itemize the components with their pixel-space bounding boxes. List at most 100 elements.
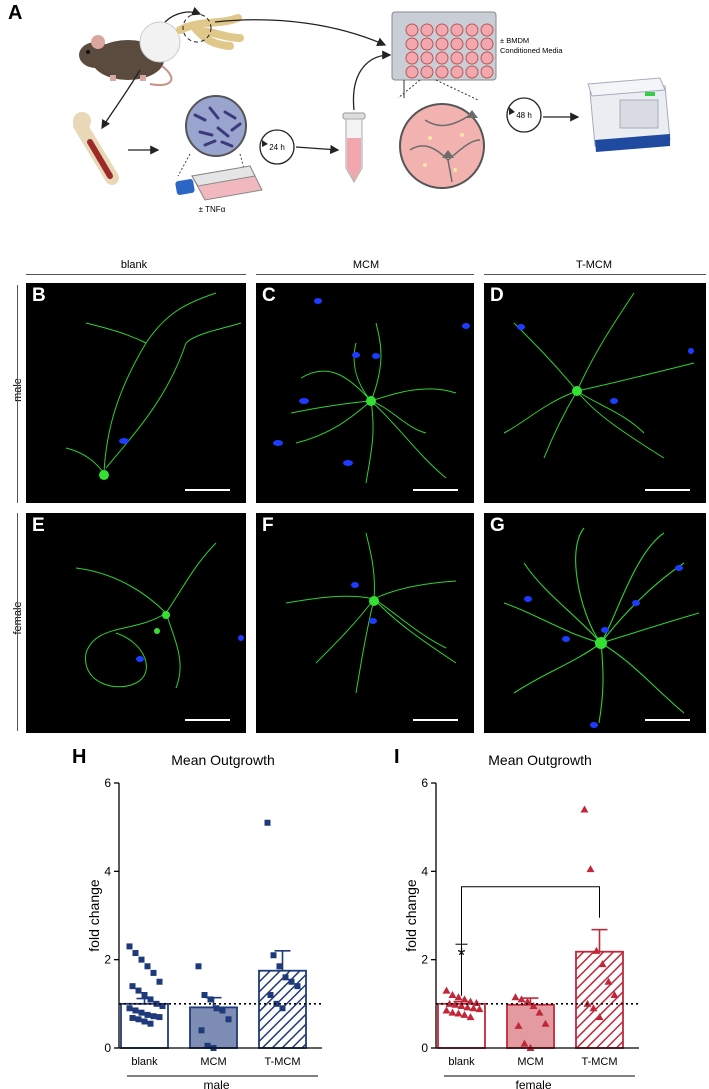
data-point bbox=[276, 963, 283, 970]
data-point bbox=[198, 1027, 205, 1034]
plate-well bbox=[405, 37, 419, 51]
plate-well bbox=[420, 23, 434, 37]
culture-flask-icon bbox=[175, 165, 263, 201]
data-point bbox=[454, 1009, 463, 1017]
conditioned-media-tube-icon bbox=[342, 112, 366, 184]
data-point bbox=[225, 1016, 232, 1023]
plate-well bbox=[465, 23, 479, 37]
panel-label-c: C bbox=[262, 285, 276, 306]
data-point bbox=[448, 991, 457, 998]
plate-well bbox=[480, 37, 494, 51]
data-point bbox=[147, 996, 154, 1003]
data-point bbox=[195, 963, 202, 970]
x-tick-label: blank bbox=[448, 1056, 475, 1068]
x-tick-label: T-MCM bbox=[264, 1056, 300, 1068]
data-point bbox=[469, 1004, 478, 1012]
data-point bbox=[463, 1003, 472, 1011]
y-tick-label: 6 bbox=[421, 776, 428, 790]
data-point bbox=[156, 1014, 163, 1021]
data-point bbox=[442, 986, 451, 994]
panel-label-b: B bbox=[32, 285, 46, 306]
plate-well bbox=[480, 23, 494, 37]
data-point bbox=[129, 1014, 136, 1021]
data-point bbox=[141, 992, 148, 998]
data-point bbox=[592, 946, 601, 954]
plate-well bbox=[420, 37, 434, 51]
scale-bar bbox=[413, 719, 458, 721]
data-point bbox=[207, 996, 214, 1003]
chart-title: Mean Outgrowth bbox=[488, 752, 592, 768]
data-point bbox=[472, 998, 481, 1006]
data-point bbox=[460, 1010, 469, 1018]
x-tick-label: blank bbox=[131, 1056, 158, 1068]
y-tick-label: 0 bbox=[104, 1041, 111, 1055]
plate-well bbox=[435, 65, 449, 79]
data-point bbox=[288, 978, 295, 985]
data-point bbox=[270, 952, 277, 959]
data-point bbox=[514, 1021, 523, 1029]
y-tick-label: 6 bbox=[104, 776, 111, 790]
x-tick-label: MCM bbox=[517, 1056, 543, 1068]
plate-text-line-2: Conditioned Media bbox=[500, 46, 563, 55]
plate-well bbox=[420, 65, 434, 79]
plate-well bbox=[450, 51, 464, 65]
x-axis-label: female bbox=[515, 1078, 551, 1089]
scale-bar bbox=[645, 719, 690, 721]
y-axis-label: fold change bbox=[403, 879, 419, 952]
data-point bbox=[144, 1011, 151, 1018]
data-point bbox=[219, 1007, 226, 1014]
x-tick-label: T-MCM bbox=[581, 1056, 617, 1068]
plate-well bbox=[450, 37, 464, 51]
scale-bar bbox=[413, 489, 458, 491]
x-axis-label: male bbox=[203, 1078, 229, 1089]
incubation-24h-label: 24 h bbox=[269, 143, 285, 152]
x-tick-label: MCM bbox=[200, 1056, 226, 1068]
panel-label-i: I bbox=[394, 746, 400, 768]
data-point bbox=[610, 991, 619, 998]
plate-well bbox=[480, 65, 494, 79]
tnf-label: ± TNFα bbox=[199, 205, 226, 214]
plate-well bbox=[405, 23, 419, 37]
data-point bbox=[517, 995, 526, 1003]
data-point bbox=[598, 960, 607, 968]
micrograph-female-blank: E bbox=[26, 513, 246, 733]
micrograph-female-t-mcm: G bbox=[484, 513, 706, 733]
data-point bbox=[138, 1009, 145, 1016]
data-point bbox=[460, 995, 469, 1003]
data-point bbox=[153, 1000, 160, 1007]
plate-well bbox=[480, 51, 494, 65]
high-content-imager-icon bbox=[587, 77, 671, 152]
scale-bar bbox=[645, 489, 690, 491]
panel-label-d: D bbox=[490, 285, 504, 306]
y-tick-label: 4 bbox=[421, 864, 428, 878]
plate-well bbox=[435, 23, 449, 37]
data-point bbox=[126, 1005, 133, 1012]
row-title-male: male bbox=[12, 378, 24, 402]
data-point bbox=[523, 997, 532, 1005]
data-point bbox=[541, 1019, 550, 1027]
data-point bbox=[132, 950, 139, 957]
data-point bbox=[150, 1013, 157, 1020]
data-point bbox=[135, 1016, 142, 1023]
data-point bbox=[282, 974, 289, 981]
neuron-culture-well-icon bbox=[399, 103, 485, 189]
micrograph-male-t-mcm: D bbox=[484, 283, 706, 503]
data-point bbox=[586, 865, 595, 873]
data-point bbox=[138, 956, 145, 963]
data-point bbox=[466, 1013, 475, 1021]
column-title-mcm: MCM bbox=[352, 259, 380, 271]
data-point bbox=[595, 1013, 604, 1021]
micrograph-female-mcm: F bbox=[256, 513, 474, 733]
plate-well bbox=[405, 65, 419, 79]
panel-label-a: A bbox=[8, 2, 23, 24]
row-divider-male bbox=[17, 285, 18, 503]
data-point bbox=[445, 999, 454, 1007]
y-tick-label: 2 bbox=[421, 953, 428, 967]
data-point bbox=[147, 1020, 154, 1027]
incubation-48h-label: 48 h bbox=[516, 111, 532, 120]
data-point bbox=[156, 978, 163, 985]
plate-well bbox=[405, 51, 419, 65]
data-point bbox=[159, 1003, 166, 1010]
data-point bbox=[442, 1006, 451, 1014]
